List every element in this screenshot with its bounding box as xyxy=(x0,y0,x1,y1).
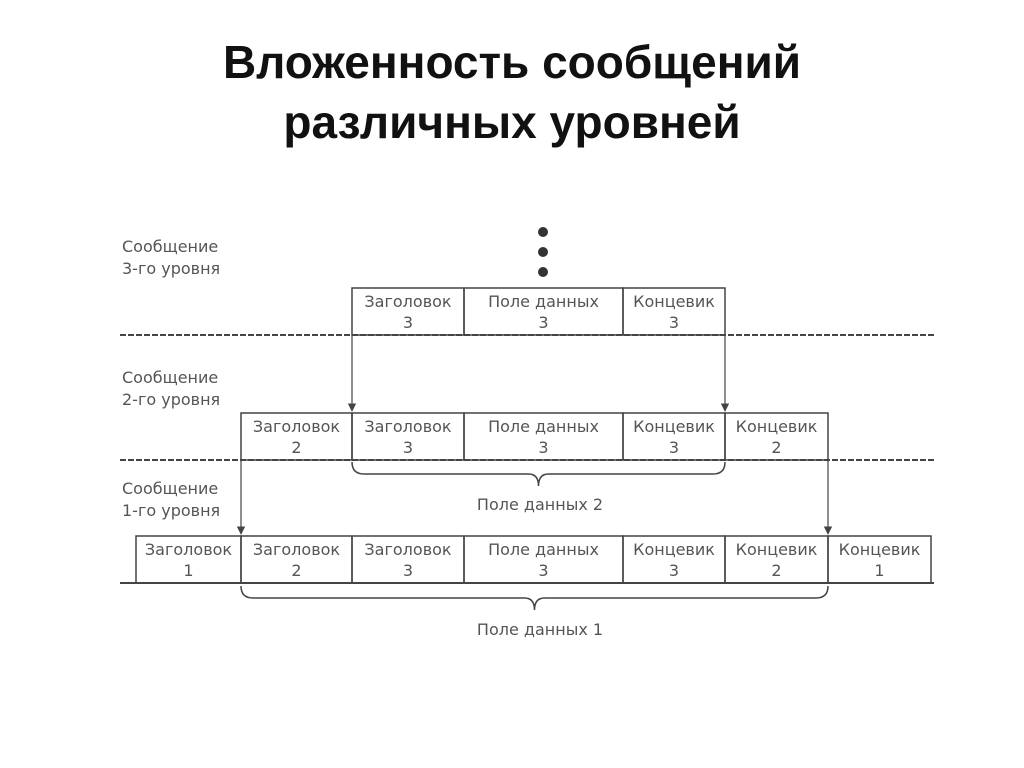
cell-label: Концевик xyxy=(839,540,921,559)
cell-label: Заголовок xyxy=(364,417,451,436)
level-label: 2-го уровня xyxy=(122,390,220,409)
page-title: Вложенность сообщений различных уровней xyxy=(0,32,1024,152)
cell-label: Концевик xyxy=(736,540,818,559)
cell-label: 3 xyxy=(669,561,679,580)
cell-label: Заголовок xyxy=(364,292,451,311)
frame-cell xyxy=(827,535,932,584)
level-label: Сообщение xyxy=(122,368,218,387)
cell-label: 3 xyxy=(403,561,413,580)
cell-label: 3 xyxy=(669,313,679,332)
cell-label: Заголовок xyxy=(145,540,232,559)
cell-label: Заголовок xyxy=(253,540,340,559)
cell-label: Поле данных xyxy=(488,417,599,436)
cell-label: Поле данных xyxy=(488,540,599,559)
cell-label: 3 xyxy=(538,438,548,457)
continuation-dot xyxy=(538,227,548,237)
cell-label: Концевик xyxy=(633,292,715,311)
continuation-dot xyxy=(538,247,548,257)
cell-label: 3 xyxy=(538,313,548,332)
continuation-dot xyxy=(538,267,548,277)
cell-label: 3 xyxy=(403,313,413,332)
cell-label: 2 xyxy=(771,438,781,457)
level-label: Сообщение xyxy=(122,237,218,256)
cell-label: Концевик xyxy=(633,417,715,436)
cell-label: 1 xyxy=(874,561,884,580)
cell-label: Поле данных xyxy=(488,292,599,311)
cell-label: 3 xyxy=(538,561,548,580)
cell-label: 3 xyxy=(403,438,413,457)
cell-label: 2 xyxy=(291,438,301,457)
frame-cell xyxy=(622,287,726,336)
brace-label: Поле данных 1 xyxy=(477,620,603,639)
cell-label: Заголовок xyxy=(364,540,451,559)
brace-data-field-1 xyxy=(240,585,829,611)
cell-label: 2 xyxy=(291,561,301,580)
brace-data-field-2 xyxy=(351,461,726,487)
level-label: 3-го уровня xyxy=(122,259,220,278)
frame-cell xyxy=(724,412,829,461)
cell-label: 1 xyxy=(183,561,193,580)
cell-label: Заголовок xyxy=(253,417,340,436)
cell-label: Концевик xyxy=(736,417,818,436)
title-line-2: различных уровней xyxy=(283,96,741,148)
cell-label: Концевик xyxy=(633,540,715,559)
level-label: 1-го уровня xyxy=(122,501,220,520)
cell-label: 3 xyxy=(669,438,679,457)
level-label: Сообщение xyxy=(122,479,218,498)
brace-label: Поле данных 2 xyxy=(477,495,603,514)
cell-label: 2 xyxy=(771,561,781,580)
title-line-1: Вложенность сообщений xyxy=(222,36,802,88)
